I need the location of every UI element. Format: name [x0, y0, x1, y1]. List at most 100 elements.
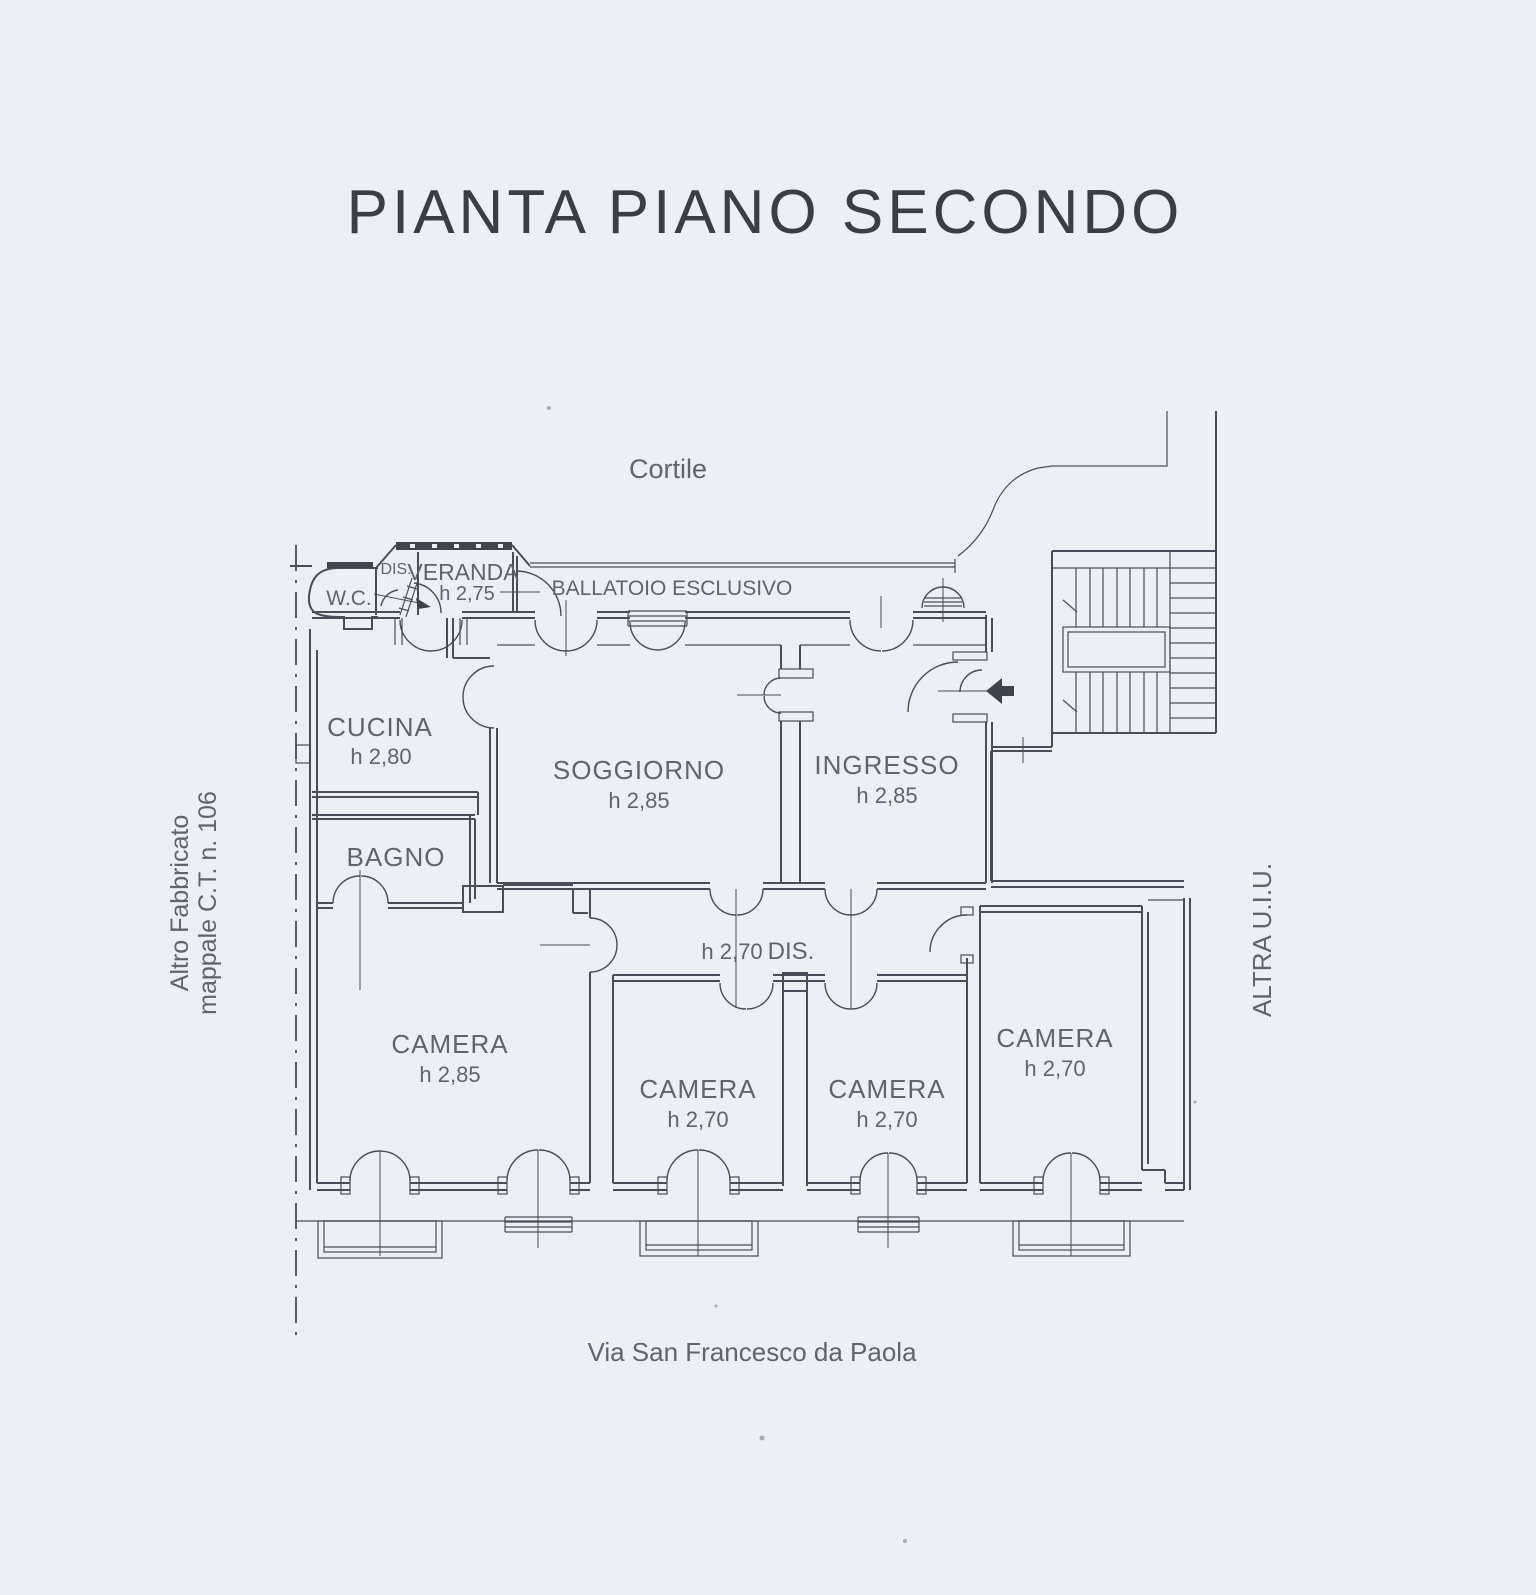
balcony: [317, 1220, 443, 1259]
bagno-walls: [312, 814, 476, 903]
veranda-right-wall: [512, 552, 518, 612]
camera1-door-arcs: [589, 917, 618, 973]
room-labels: W.C. DIS. VERANDA h 2,75 BALLATOIO ESCLU…: [326, 559, 1113, 1132]
scan-specks: [547, 406, 1197, 1543]
wall-segment: [913, 611, 986, 619]
dis-left-wall: [375, 544, 397, 615]
window-hatched-sill: [627, 610, 688, 627]
camera2-door-arcs: [719, 982, 774, 1010]
soggiorno-window1-arcs: [534, 619, 598, 652]
courtyard-curved-wall: [957, 411, 1168, 557]
corridor-and-bedrooms: [540, 888, 1191, 1190]
courtyard-label: Cortile: [629, 454, 707, 484]
window-jamb: [1099, 1176, 1110, 1195]
window-hatched-sill: [857, 1216, 920, 1233]
veranda-door-arc: [515, 570, 562, 617]
entrance-arrow-icon: [986, 678, 1014, 704]
page-title: PIANTA PIANO SECONDO: [347, 178, 1184, 247]
street-label: Via San Francesco da Paola: [587, 1337, 917, 1367]
room-height-camera4: h 2,70: [1024, 1056, 1085, 1081]
room-label-wc: W.C.: [326, 587, 372, 610]
camera1-right-wall: [589, 889, 614, 1183]
west-wall-notch: [295, 744, 311, 764]
corridor-pillar: [782, 972, 808, 992]
door-frame: [952, 713, 988, 723]
wc-leader-arrowhead: [416, 598, 431, 609]
soggiorno-ingresso-wall: [780, 645, 801, 883]
window-jamb: [916, 1176, 927, 1195]
room-label-dis: DIS.: [768, 938, 815, 965]
window-arcs: [506, 1149, 571, 1182]
wc-door-arc: [413, 582, 442, 614]
room-height-camera1: h 2,85: [419, 1062, 480, 1087]
walkway-label: BALLATOIO ESCLUSIVO: [552, 577, 793, 600]
corridor-bottom-wall: [613, 974, 967, 982]
room-label-camera4: CAMERA: [996, 1023, 1113, 1053]
room-label-camera2: CAMERA: [639, 1074, 756, 1104]
north-facade-wall: [312, 578, 986, 656]
room-height-camera2: h 2,70: [667, 1107, 728, 1132]
wc-dis-veranda-block: [290, 542, 562, 630]
wc-sill-dark: [327, 562, 373, 568]
ingresso-window-arcs: [849, 619, 914, 652]
bagno-bottom-wall: [317, 902, 463, 909]
room-label-bagno: BAGNO: [347, 842, 446, 872]
stair-steps-upper: [1075, 568, 1158, 627]
veranda-chamfer: [511, 544, 531, 567]
room-label-cucina: CUCINA: [327, 712, 433, 742]
east-party-wall: [1183, 898, 1191, 1190]
bagno-door-arcs: [332, 875, 389, 904]
corridor-height: h 2,70: [701, 939, 762, 964]
camera4-top-wall: [980, 905, 1142, 913]
landing-door-arc: [907, 661, 959, 713]
balcony: [639, 1220, 759, 1257]
window-jamb: [569, 1176, 580, 1195]
door-axes: [735, 889, 852, 1008]
window-jamb: [1033, 1176, 1044, 1195]
window-jamb: [657, 1176, 668, 1195]
wc-shower-partition: [398, 577, 419, 618]
room-label-dis-top: DIS.: [380, 561, 411, 578]
wall-segment: [462, 611, 535, 619]
ballatoio-parapet: [530, 559, 956, 573]
wall-segment: [685, 611, 850, 619]
wall-pillar: [462, 885, 504, 913]
camera4-right-wall: [1141, 906, 1166, 1183]
veranda-glazing-ticks: [410, 544, 503, 548]
interior-walls: [295, 615, 1014, 1190]
wall-segment: [597, 611, 630, 619]
room-label-camera3: CAMERA: [828, 1074, 945, 1104]
door-jamb: [778, 668, 814, 679]
window-hatched-sill: [504, 1216, 573, 1233]
balcony: [1012, 1220, 1131, 1257]
entry-door-arcs: [921, 586, 965, 609]
cucina-bottom-wall: [312, 791, 479, 815]
camera2-camera3-wall: [782, 991, 808, 1186]
corridor-left-end: [572, 889, 588, 914]
stairwell: [957, 411, 1217, 888]
camera3-door-arcs: [824, 982, 878, 1010]
wc-door-arc-2: [380, 589, 399, 607]
left-boundary-note: Altro Fabbricato mappale C.T. n. 106: [166, 791, 222, 1015]
stair-steps-winders: [1170, 582, 1216, 719]
stair-landing-inner: [1067, 631, 1166, 668]
room-label-veranda: VERANDA: [407, 559, 519, 585]
cucina-soggiorno-door-arcs: [462, 665, 495, 729]
landing-door-arc-2: [959, 669, 983, 693]
corridor-door-arcs: [709, 888, 764, 916]
window-jamb: [497, 1176, 508, 1195]
right-boundary-note: ALTRA U.I.U.: [1247, 863, 1277, 1017]
stair-box: [1051, 550, 1216, 734]
window-jamb: [340, 1176, 351, 1195]
south-facade: [296, 1149, 1184, 1259]
stair-direction-ticks: [1062, 599, 1078, 713]
ingresso-right-wall: [985, 615, 993, 883]
south-wall-living-band: [497, 882, 986, 890]
wc-leader-line: [373, 593, 425, 605]
left-boundary-note-line1: Altro Fabbricato: [166, 815, 194, 991]
window-jamb: [729, 1176, 740, 1195]
camera3-camera4-wall: [966, 906, 981, 1183]
room-height-veranda: h 2,75: [439, 583, 495, 605]
